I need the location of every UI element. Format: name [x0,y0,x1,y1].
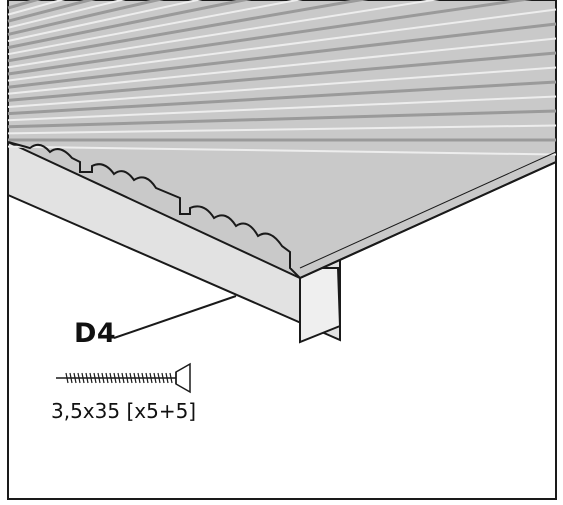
deck-groove-line [7,109,557,129]
screw-thread [133,372,137,384]
screw-thread [73,372,77,384]
screw-thread [65,372,69,384]
deck-groove-line [7,0,369,63]
deck-right-edge [299,161,557,279]
screw-thread [137,372,141,384]
screw-thread [141,372,145,384]
deck-groove-line [7,0,203,42]
deck-groove-line [7,37,557,95]
screw-thread [77,372,81,384]
screw-thread [101,372,105,384]
screw-thread [165,372,169,384]
screw-thread [89,372,93,384]
screw-thread [125,372,129,384]
screw-thread [153,372,157,384]
screw-thread [117,372,121,384]
screw-thread [113,372,117,384]
screw-thread [157,372,161,384]
deck-right-edge-inner [299,151,557,269]
screw-thread [129,372,133,384]
deck-groove-line [7,8,557,82]
deck-groove-line [7,0,440,69]
screw-thread [169,372,173,384]
deck-groove-line [7,145,557,156]
deck-groove-line [7,95,557,122]
deck-groove-line [7,124,557,135]
deck-board-grooves [7,0,557,156]
screw-thread [69,372,73,384]
deck-groove-line [7,66,557,108]
part-label: D4 [74,318,117,349]
deck-front-profile [7,141,301,279]
screw-thread [105,372,109,384]
screw-spec-label: 3,5x35 [x5+5] [51,399,197,423]
deck-groove-line [7,0,252,50]
part-leader-line [113,295,237,339]
screw-thread [109,372,113,384]
deck-groove-line [7,0,303,56]
screw-thread [161,372,165,384]
screw-thread [85,372,89,384]
screw-thread [145,372,149,384]
screw-thread [81,372,85,384]
deck-groove-line [7,0,164,36]
screw-thread [97,372,101,384]
deck-groove-line [7,0,532,76]
wood-screw-icon [56,362,191,394]
screw-thread [93,372,97,384]
deck-groove-line [7,0,126,29]
deck-groove-line [7,22,557,89]
deck-groove-line [7,80,557,116]
joist-end-face [299,267,342,344]
screw-thread [149,372,153,384]
deck-groove-line [7,51,557,102]
screw-thread [121,372,125,384]
